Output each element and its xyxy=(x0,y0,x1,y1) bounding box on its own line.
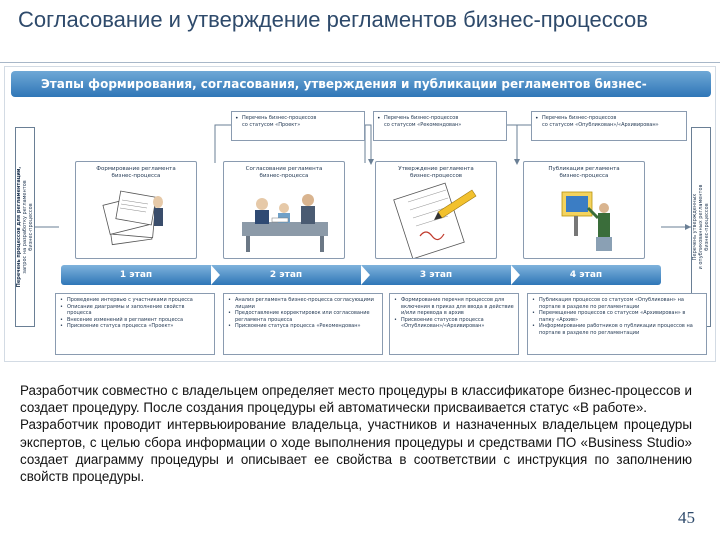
connector-lines xyxy=(35,124,691,230)
task-item: Присвоение статуса процесса «Проект» xyxy=(60,323,210,330)
connector-list1-out xyxy=(365,124,372,163)
task-item: Предоставление корректировок или согласо… xyxy=(228,310,378,323)
task-item: Перемещение процессов со статусом «Архив… xyxy=(532,310,702,323)
body-text: Разработчик совместно с владельцем опред… xyxy=(20,382,692,485)
stage-4-tasks: Публикация процессов со статусом «Опубли… xyxy=(527,293,707,355)
task-item: Анализ регламента бизнес-процесса соглас… xyxy=(228,297,378,310)
list-box-project: • Перечень бизнес-процессов со статусом … xyxy=(231,111,365,141)
stage-1-tasks: Проведение интервью с участниками процес… xyxy=(55,293,215,355)
slide-title: Согласование и утверждение регламентов б… xyxy=(18,7,648,32)
title-divider xyxy=(0,62,720,63)
arrowhead xyxy=(685,224,691,230)
input-requests-box: Перечень процессов для регламентации, за… xyxy=(15,127,35,327)
meeting-icon xyxy=(242,194,328,252)
stage-2-tasks: Анализ регламента бизнес-процесса соглас… xyxy=(223,293,383,355)
task-item: Формирование перечня процессов для включ… xyxy=(394,297,514,317)
stage-label-3: 3 этап xyxy=(419,270,453,280)
page-number: 45 xyxy=(678,508,695,527)
task-item: Проведение интервью с участниками процес… xyxy=(60,297,210,304)
input-requests-text: Перечень процессов для регламентации, за… xyxy=(16,166,34,288)
signed-document-icon xyxy=(393,182,477,258)
list-box-line: Перечень бизнес-процессов xyxy=(384,115,459,121)
body-paragraph-2: Разработчик проводит интервьюирование вл… xyxy=(20,417,692,485)
stage-label-1: 1 этап xyxy=(119,270,153,280)
documents-stack-icon xyxy=(102,190,163,246)
arrowhead xyxy=(368,159,374,165)
list-box-line: со статусом «Опубликован»/«Архивирован» xyxy=(542,122,659,128)
stage-separator-arrow xyxy=(211,265,220,285)
task-item: Публикация процессов со статусом «Опубли… xyxy=(532,297,702,310)
stage-separator-arrow xyxy=(361,265,370,285)
stage-separator-arrow xyxy=(511,265,520,285)
task-item: Описание диаграммы и заполнение свойств … xyxy=(60,304,210,317)
connector-list1-in xyxy=(214,124,231,163)
task-item: Внесение изменений в регламент процесса xyxy=(60,317,210,324)
list-box-line: Перечень бизнес-процессов xyxy=(542,115,617,121)
task-item: Присвоение статусов процесса «Опубликова… xyxy=(394,317,514,330)
task-item: Информирование работников о публикации п… xyxy=(532,323,702,336)
presenter-icon xyxy=(561,191,612,251)
list-box-recommended: • Перечень бизнес-процессов со статусом … xyxy=(373,111,507,141)
arrowhead xyxy=(514,159,520,165)
body-paragraph-1: Разработчик совместно с владельцем опред… xyxy=(20,383,692,416)
output-registry-text: Перечень утвержденных и опубликованных р… xyxy=(692,184,710,270)
list-box-line: со статусом «Рекомендован» xyxy=(384,122,462,128)
process-stages-diagram: Этапы формирования, согласования, утверж… xyxy=(4,66,716,362)
list-box-published: • Перечень бизнес-процессов со статусом … xyxy=(531,111,687,141)
diagram-banner: Этапы формирования, согласования, утверж… xyxy=(11,71,711,117)
task-item: Присвоение статуса процесса «Рекомендова… xyxy=(228,323,378,330)
list-box-line: Перечень бизнес-процессов xyxy=(242,115,317,121)
stage-3-tasks: Формирование перечня процессов для включ… xyxy=(389,293,519,355)
list-box-line: со статусом «Проект» xyxy=(242,122,301,128)
stage-label-2: 2 этап xyxy=(269,270,303,280)
stage-label-4: 4 этап xyxy=(569,270,603,280)
